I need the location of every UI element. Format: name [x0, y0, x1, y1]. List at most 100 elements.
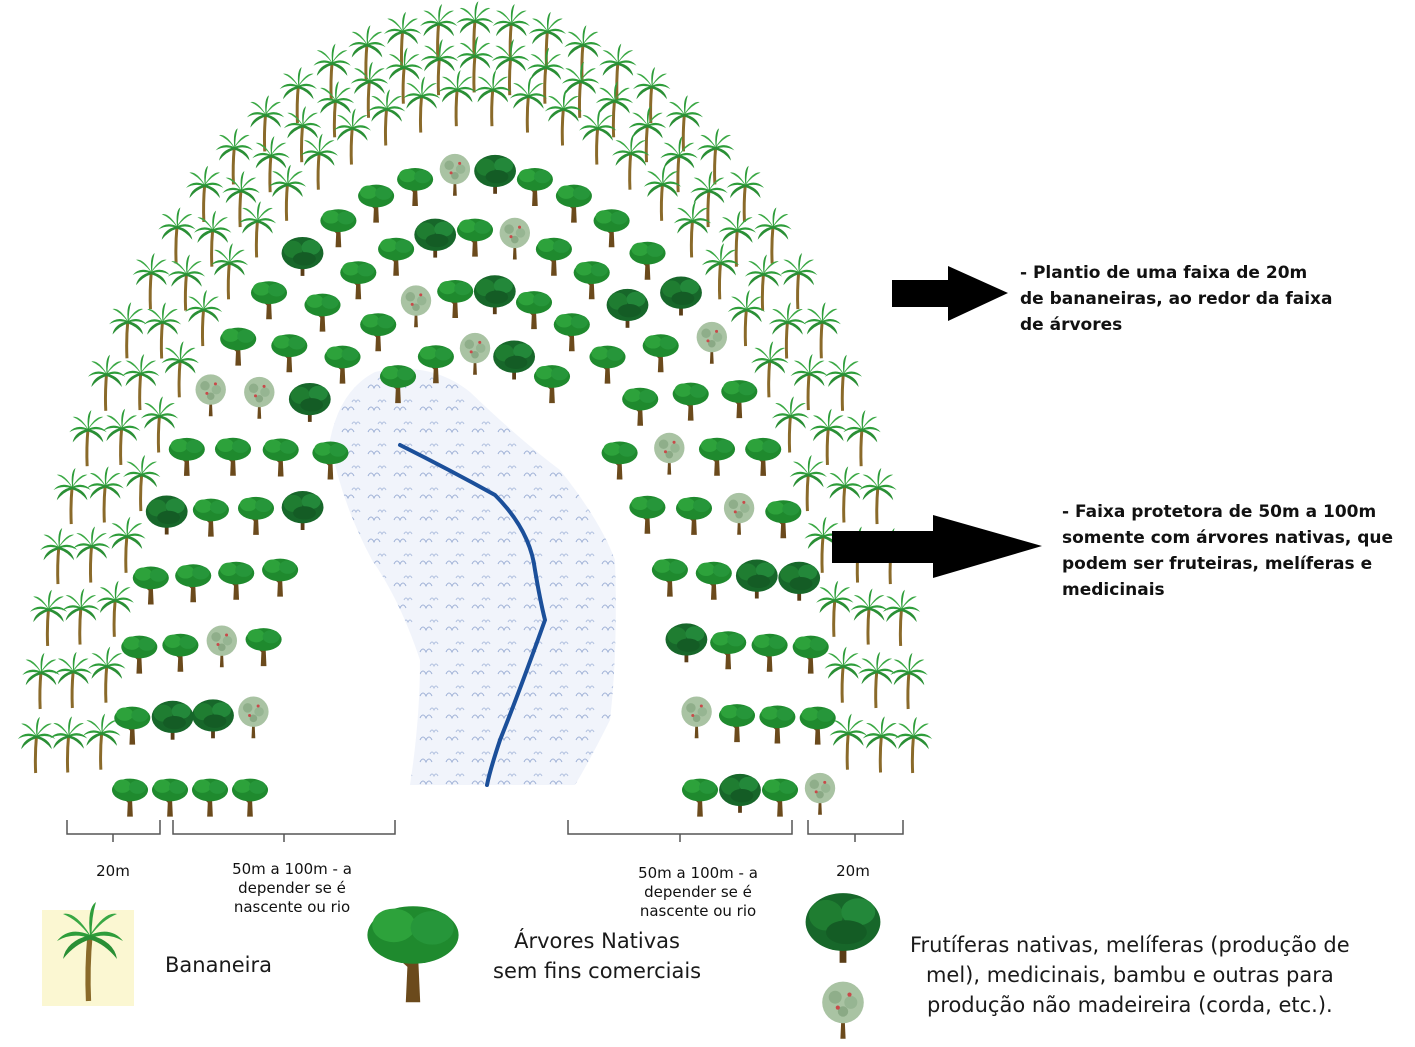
banana-palm: [527, 10, 568, 70]
fruit-tree: [281, 491, 324, 530]
banana-palm: [848, 587, 890, 647]
river-line: [398, 443, 548, 787]
native-tree: [436, 279, 475, 319]
banana-palm: [299, 132, 340, 192]
banana-palm: [861, 714, 902, 774]
banana-palm: [20, 651, 62, 711]
banana-palm: [81, 712, 122, 772]
banana-palm: [767, 300, 808, 360]
banana-palm: [60, 587, 102, 647]
fruit-tree: [414, 218, 457, 258]
flowering-tree: [205, 624, 238, 669]
native-tree: [681, 777, 719, 818]
native-tree: [552, 312, 591, 353]
native-tree: [261, 437, 300, 478]
native-tree: [236, 495, 275, 536]
native-tree: [359, 312, 398, 353]
native-tree: [650, 557, 689, 598]
fruit-tree: [145, 495, 188, 535]
banana-palm: [437, 68, 478, 128]
dimension-right-inner: 50m a 100m - a depender se é nascente ou…: [638, 864, 758, 920]
dimension-left-outer: 20m: [96, 862, 130, 880]
flowering-tree: [653, 432, 686, 476]
native-tree: [791, 634, 830, 675]
banana-palm: [86, 645, 127, 705]
legend-fruit-label: Frutíferas nativas, melíferas (produção …: [910, 933, 1350, 1017]
annotation-top: - Plantio de uma faixa de 20m de bananei…: [1020, 263, 1333, 335]
banana-palm: [131, 251, 172, 311]
banana-palm: [610, 132, 651, 192]
native-tree: [161, 632, 200, 673]
legend-native-label: Árvores Nativas sem fins comerciais: [493, 929, 702, 983]
banana-palm: [401, 75, 442, 135]
fruit-tree: [473, 275, 516, 315]
banana-palm: [778, 251, 819, 311]
banana-palm: [543, 87, 584, 147]
native-tree: [764, 499, 803, 540]
banana-palm: [156, 205, 198, 265]
legend-banana-icon: [42, 902, 134, 1006]
flowering-tree: [498, 216, 531, 261]
dimension-right-outer: 20m: [836, 862, 870, 880]
flowering-tree: [680, 695, 713, 740]
banana-palm: [184, 164, 225, 224]
native-tree: [534, 236, 573, 277]
water-area: [330, 368, 616, 785]
banana-palm: [245, 93, 286, 153]
native-tree: [588, 344, 627, 385]
native-tree: [671, 381, 710, 422]
native-tree: [572, 260, 611, 301]
native-tree: [720, 379, 759, 420]
annotation-middle: - Faixa protetora de 50m a 100m somente …: [1062, 502, 1394, 600]
flowering-tree: [400, 284, 432, 328]
native-tree: [750, 632, 789, 673]
native-tree: [319, 208, 358, 249]
banana-palm: [808, 407, 849, 467]
fruit-tree: [151, 700, 194, 740]
native-tree: [628, 494, 667, 535]
native-tree: [230, 777, 269, 818]
native-tree: [303, 292, 342, 333]
banana-palm: [419, 37, 460, 97]
banana-palm: [366, 87, 407, 147]
flowering-tree: [723, 492, 756, 536]
native-tree: [600, 440, 639, 481]
banana-palm: [85, 464, 126, 524]
native-tree: [456, 217, 494, 258]
banana-palm: [814, 579, 855, 639]
native-tree: [758, 704, 797, 745]
native-tree: [131, 565, 170, 606]
fruit-tree: [665, 623, 708, 663]
banana-palm: [142, 300, 183, 360]
fruit-tree: [288, 382, 331, 422]
banana-palm: [472, 68, 513, 128]
banana-palm: [101, 407, 142, 467]
banana-palm: [107, 300, 148, 360]
banana-palm: [48, 714, 89, 774]
banana-palm: [664, 93, 705, 153]
native-tree: [675, 495, 713, 536]
banana-palm: [38, 526, 79, 586]
banana-palm: [28, 588, 69, 648]
native-tree: [249, 280, 288, 321]
banana-palm: [418, 2, 459, 62]
banana-palm: [802, 300, 843, 360]
native-tree: [167, 436, 206, 477]
legend-banana-label: Bananeira: [165, 953, 273, 977]
arrow-top: [892, 266, 1008, 321]
banana-palm: [160, 339, 201, 399]
banana-palm: [828, 712, 869, 772]
banana-palm: [597, 42, 639, 102]
banana-palm: [332, 107, 373, 167]
banana-palm: [672, 199, 713, 259]
native-tree: [761, 777, 799, 818]
native-tree: [744, 436, 783, 477]
banana-palm: [237, 199, 278, 259]
native-tree: [377, 236, 416, 277]
banana-palm: [166, 253, 207, 313]
flowering-tree: [459, 332, 491, 376]
native-tree: [798, 705, 837, 746]
banana-palm: [695, 126, 736, 186]
banana-palm: [577, 107, 618, 167]
flowering-tree: [438, 153, 471, 197]
